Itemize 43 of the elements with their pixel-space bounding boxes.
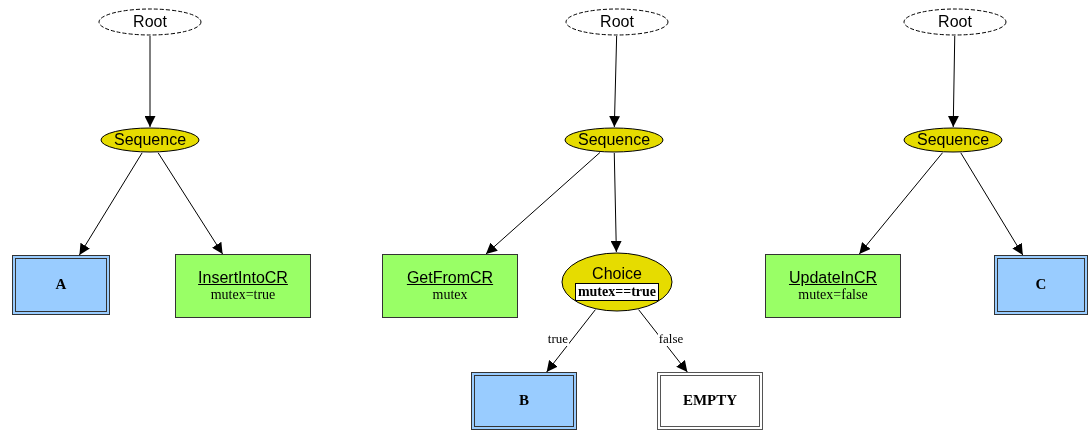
action-box [765, 254, 901, 318]
node-label: B [519, 392, 529, 410]
sequence-ellipse [100, 127, 200, 153]
node-label: Root [600, 12, 634, 32]
sequence-ellipse [903, 127, 1003, 153]
root-ellipse [903, 8, 1007, 36]
node-label: EMPTY [682, 392, 738, 410]
choice-ellipse [561, 252, 673, 312]
node-label: Sequence [577, 130, 651, 150]
empty-box [657, 372, 763, 430]
root-ellipse [565, 8, 669, 36]
arrow [960, 152, 1024, 256]
arrow [610, 152, 622, 253]
node-detail: mutex=false [798, 287, 868, 304]
node-heading: InsertIntoCR [198, 268, 288, 288]
edge-label: false [657, 331, 685, 347]
action-box [382, 254, 518, 318]
node-heading: GetFromCR [406, 268, 494, 288]
node-label: Root [938, 12, 972, 32]
node-heading: Choice [592, 264, 642, 284]
condition-label: mutex==true [574, 283, 660, 302]
arrow [609, 35, 621, 128]
arrow [78, 152, 143, 256]
leaf-box [994, 255, 1088, 315]
arrow [858, 152, 944, 255]
node-detail: mutex [432, 287, 468, 304]
sequence-ellipse [564, 127, 664, 153]
node-heading: UpdateInCR [788, 268, 877, 288]
node-label: Sequence [916, 130, 990, 150]
arrow [144, 35, 156, 128]
arrow [546, 309, 596, 373]
node-label: A [55, 276, 67, 294]
leaf-box [471, 372, 577, 430]
leaf-box [12, 255, 110, 315]
arrow [947, 35, 959, 128]
arrow [157, 152, 224, 255]
node-label: Root [133, 12, 167, 32]
node-label: Sequence [113, 130, 187, 150]
arrow [485, 152, 601, 255]
node-detail: mutex=true [210, 287, 276, 304]
root-ellipse [98, 8, 202, 36]
action-box [175, 254, 311, 318]
node-label: C [1035, 276, 1047, 294]
